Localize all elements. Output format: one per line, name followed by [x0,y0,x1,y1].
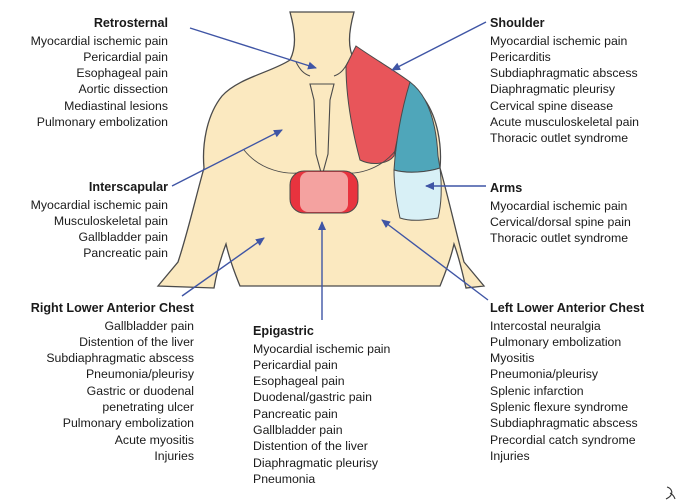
arrow-right-lower-chest [181,237,265,297]
region-item: Subdiaphragmatic abscess [490,416,638,431]
region-item: Cervical/dorsal spine pain [490,214,631,229]
region-item: Acute myositis [114,432,194,447]
arrow-shoulder [391,21,487,71]
region-item: Mediastinal lesions [64,98,168,113]
shoulder-region-red [345,45,413,164]
region-item: Myocardial ischemic pain [490,198,628,213]
arrow-retrosternal [189,27,317,70]
region-item: Cervical spine disease [490,98,614,113]
region-item: Pneumonia/pleurisy [490,367,599,382]
region-item: Thoracic outlet syndrome [490,231,629,246]
region-item: Splenic flexure syndrome [490,399,629,414]
region-title: Interscapular [88,180,168,194]
region-title: Retrosternal [93,16,168,30]
publisher-logo-icon [665,486,676,500]
region-item: Pancreatic pain [83,246,168,261]
region-item: Esophageal pain [253,374,345,389]
region-title: Left Lower Anterior Chest [490,301,645,315]
neck-line-right [333,61,349,77]
region-item: Myocardial ischemic pain [253,341,391,356]
region-item: Gallbladder pain [78,230,168,245]
region-item: Myocardial ischemic pain [30,33,168,48]
region-item: Intercostal neuralgia [490,318,601,333]
region-item: Gastric or duodenal [86,383,194,398]
region-item: Pericarditis [490,49,551,64]
epigastric-inner [300,172,348,212]
region-arms: Arms Myocardial ischemic pain Cervical/d… [490,180,631,246]
region-item: Musculoskeletal pain [53,213,168,228]
region-item: Pneumonia/pleurisy [85,367,194,382]
region-item: Pulmonary embolization [36,114,168,129]
region-title: Right Lower Anterior Chest [30,301,194,315]
region-item: Myocardial ischemic pain [30,197,168,212]
region-item: Subdiaphragmatic abscess [46,351,194,366]
region-title: Shoulder [490,16,545,30]
neck-line-left [295,61,311,77]
region-item: Aortic dissection [78,82,168,97]
region-item: Myocardial ischemic pain [490,33,628,48]
region-item: Pulmonary embolization [62,416,194,431]
region-epigastric: Epigastric Myocardial ischemic pain Peri… [253,323,390,487]
region-interscapular: Interscapular Myocardial ischemic pain M… [31,179,168,262]
region-item: Injuries [154,448,194,463]
region-item: Esophageal pain [76,66,168,81]
region-item: Acute musculoskeletal pain [490,114,640,129]
region-item: Pericardial pain [83,49,168,64]
region-left-lower-anterior-chest: Left Lower Anterior Chest Intercostal ne… [490,300,644,464]
region-title: Arms [490,181,523,195]
region-retrosternal: Retrosternal Myocardial ischemic pain Pe… [31,15,168,130]
region-item: Distention of the liver [253,439,368,454]
region-item: Splenic infarction [490,383,584,398]
region-item: Distention of the liver [79,334,194,349]
sternum [309,83,335,179]
region-item: Diaphragmatic pleurisy [490,82,616,97]
region-item: Pneumonia [253,471,316,486]
region-item: Duodenal/gastric pain [253,390,372,405]
arrow-interscapular [171,129,283,187]
region-item: Subdiaphragmatic abscess [490,66,638,81]
region-item: Thoracic outlet syndrome [490,131,629,146]
region-item: Pulmonary embolization [490,334,622,349]
region-title: Epigastric [253,324,314,338]
region-item: Myositis [490,351,535,366]
arm-region [393,167,442,221]
region-item: Precordial catch syndrome [490,432,636,447]
region-item: Injuries [490,448,530,463]
region-item: penetrating ulcer [102,399,194,414]
region-item: Gallbladder pain [253,422,343,437]
region-shoulder: Shoulder Myocardial ischemic pain Perica… [490,15,639,147]
region-item: Pericardial pain [253,357,338,372]
arrow-left-lower-chest [381,219,489,301]
region-right-lower-anterior-chest: Right Lower Anterior Chest Gallbladder p… [31,300,194,464]
region-item: Pancreatic pain [253,406,338,421]
region-item: Diaphragmatic pleurisy [253,455,379,470]
region-item: Gallbladder pain [104,318,194,333]
